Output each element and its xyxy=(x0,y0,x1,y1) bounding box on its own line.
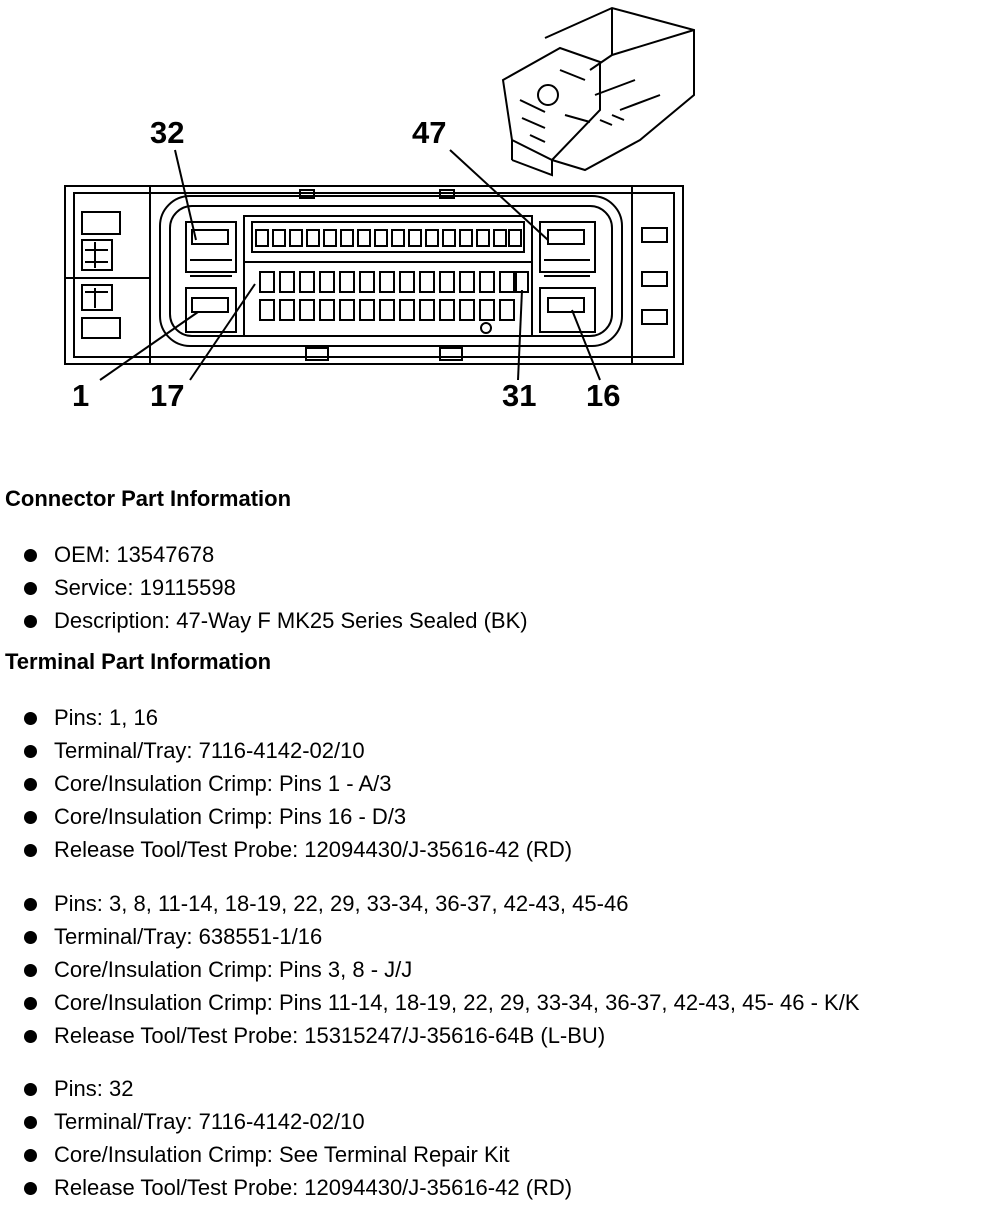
terminal-group-3: Pins: 32 Terminal/Tray: 7116-4142-02/10 … xyxy=(0,1072,572,1204)
list-item: Pins: 1, 16 xyxy=(0,701,572,734)
cavity-row-top xyxy=(255,229,522,247)
callout-32: 32 xyxy=(150,115,184,150)
list-item: Core/Insulation Crimp: Pins 1 - A/3 xyxy=(0,767,572,800)
list-item: Release Tool/Test Probe: 12094430/J-3561… xyxy=(0,1171,572,1204)
callout-16: 16 xyxy=(586,378,620,413)
callout-31: 31 xyxy=(502,378,536,413)
callout-47: 47 xyxy=(412,115,446,150)
terminal-group-1: Pins: 1, 16 Terminal/Tray: 7116-4142-02/… xyxy=(0,701,572,866)
cavity-row-middle xyxy=(259,271,529,293)
list-item: Core/Insulation Crimp: See Terminal Repa… xyxy=(0,1138,572,1171)
connector-face xyxy=(64,185,684,365)
list-item: Core/Insulation Crimp: Pins 16 - D/3 xyxy=(0,800,572,833)
list-item: Release Tool/Test Probe: 15315247/J-3561… xyxy=(0,1019,860,1052)
connector-info-list: OEM: 13547678 Service: 19115598 Descript… xyxy=(0,538,528,637)
leader-lines xyxy=(99,149,601,381)
list-item: Terminal/Tray: 638551-1/16 xyxy=(0,920,860,953)
terminal-info-heading: Terminal Part Information xyxy=(5,649,272,674)
list-item: OEM: 13547678 xyxy=(0,538,528,571)
list-item: Service: 19115598 xyxy=(0,571,528,604)
list-item: Pins: 3, 8, 11-14, 18-19, 22, 29, 33-34,… xyxy=(0,887,860,920)
terminal-group-2: Pins: 3, 8, 11-14, 18-19, 22, 29, 33-34,… xyxy=(0,887,860,1052)
connector-isometric-view xyxy=(501,6,695,177)
callout-17: 17 xyxy=(150,378,184,413)
connector-diagram: 32 47 1 17 31 16 xyxy=(64,6,695,413)
list-item: Release Tool/Test Probe: 12094430/J-3561… xyxy=(0,833,572,866)
list-item: Description: 47-Way F MK25 Series Sealed… xyxy=(0,604,528,637)
list-item: Core/Insulation Crimp: Pins 11-14, 18-19… xyxy=(0,986,860,1019)
connector-info-heading: Connector Part Information xyxy=(5,486,292,511)
list-item: Core/Insulation Crimp: Pins 3, 8 - J/J xyxy=(0,953,860,986)
callout-1: 1 xyxy=(72,378,89,413)
list-item: Terminal/Tray: 7116-4142-02/10 xyxy=(0,1105,572,1138)
list-item: Terminal/Tray: 7116-4142-02/10 xyxy=(0,734,572,767)
cavity-row-bottom xyxy=(259,299,515,321)
list-item: Pins: 32 xyxy=(0,1072,572,1105)
